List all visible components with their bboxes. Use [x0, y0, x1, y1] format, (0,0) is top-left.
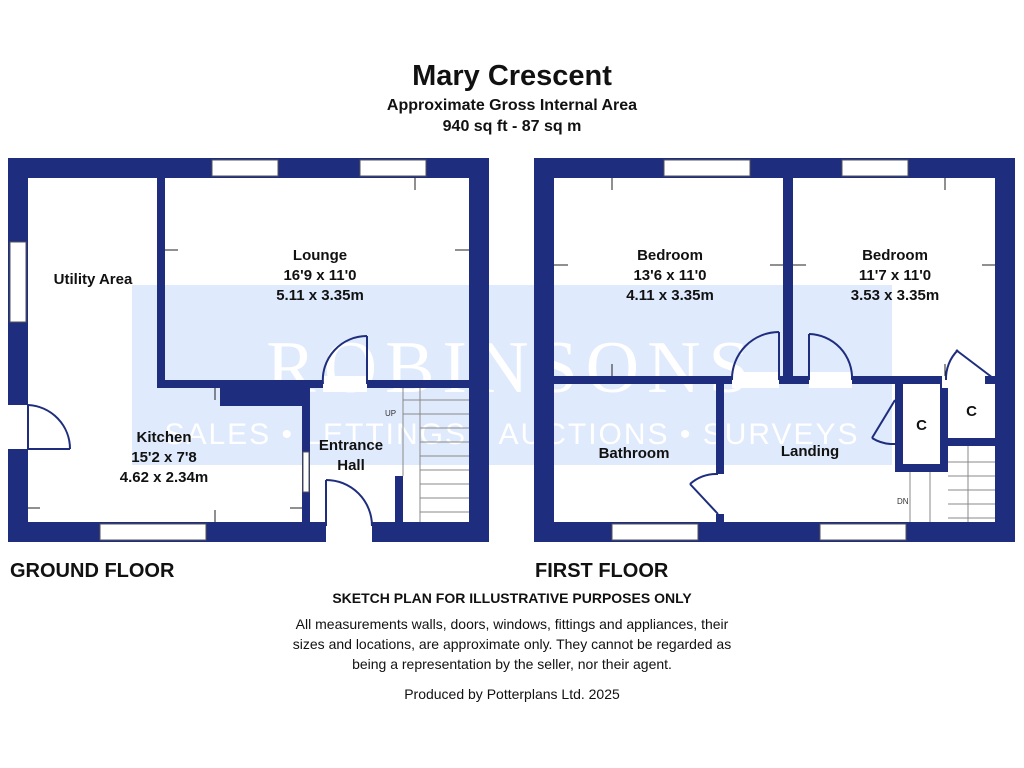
first-stairs-down-label: DN [897, 497, 909, 506]
disclaimer-heading: SKETCH PLAN FOR ILLUSTRATIVE PURPOSES ON… [332, 590, 692, 606]
watermark-tagline: SALES • LETTINGS • AUCTIONS • SURVEYS [164, 418, 859, 451]
room-bathroom: Bathroom [574, 444, 694, 464]
ground-floor-windows [9, 159, 427, 541]
room-bedroom-1-imperial: 13'6 x 11'0 [633, 267, 707, 284]
room-hall-name-line1: Entrance [318, 437, 384, 454]
room-hall-name-line2: Hall [337, 457, 365, 474]
room-kitchen: Kitchen 15'2 x 7'8 4.62 x 2.34m [84, 428, 244, 488]
watermark-brand: ROBINSONS [266, 327, 757, 409]
room-bedroom-2: Bedroom 11'7 x 11'0 3.53 x 3.35m [815, 246, 975, 306]
room-entrance-hall: Entrance Hall [306, 436, 396, 476]
room-cupboard-2-name: C [966, 403, 977, 420]
room-bedroom-1: Bedroom 13'6 x 11'0 4.11 x 3.35m [590, 246, 750, 306]
room-cupboard-1-name: C [916, 417, 927, 434]
room-cupboard-1: C [903, 416, 940, 436]
disclaimer-line-2: sizes and locations, are approximate onl… [292, 636, 732, 652]
first-floor-windows [611, 159, 909, 541]
room-landing-name: Landing [780, 443, 840, 460]
ground-floor-stairs [402, 388, 469, 522]
room-bedroom-2-name: Bedroom [862, 247, 928, 264]
room-kitchen-name: Kitchen [136, 429, 192, 446]
property-title: Mary Crescent [412, 60, 612, 92]
room-landing: Landing [760, 442, 860, 462]
ground-floor-dimension-arrows [28, 178, 469, 522]
room-kitchen-metric: 4.62 x 2.34m [119, 469, 209, 486]
first-floor-label: FIRST FLOOR [535, 560, 669, 582]
ground-stairs-up-label: UP [385, 409, 396, 418]
area-subtitle: Approximate Gross Internal Area [386, 97, 638, 114]
room-lounge-name: Lounge [292, 247, 348, 264]
room-utility-name: Utility Area [53, 271, 133, 288]
room-bedroom-2-imperial: 11'7 x 11'0 [858, 267, 932, 284]
room-utility-area: Utility Area [28, 270, 158, 290]
disclaimer-text: All measurements walls, doors, windows, … [0, 614, 1024, 674]
first-floor-dimension-arrows [554, 178, 995, 376]
room-cupboard-2: C [948, 402, 995, 422]
first-floor-doors [689, 331, 994, 515]
disclaimer-line-3: being a representation by the seller, no… [352, 656, 672, 672]
room-lounge: Lounge 16'9 x 11'0 5.11 x 3.35m [240, 246, 400, 306]
ground-floor-label: GROUND FLOOR [10, 560, 175, 582]
room-kitchen-imperial: 15'2 x 7'8 [131, 449, 197, 466]
area-value: 940 sq ft - 87 sq m [442, 118, 582, 135]
producer-credit: Produced by Potterplans Ltd. 2025 [404, 686, 620, 702]
room-bedroom-1-metric: 4.11 x 3.35m [626, 287, 714, 304]
room-lounge-metric: 5.11 x 3.35m [276, 287, 364, 304]
room-bedroom-2-metric: 3.53 x 3.35m [850, 287, 940, 304]
room-bathroom-name: Bathroom [598, 445, 670, 462]
room-lounge-imperial: 16'9 x 11'0 [283, 267, 357, 284]
ground-floor-doors [0, 334, 373, 546]
first-floor-stairs [909, 446, 995, 522]
disclaimer-line-1: All measurements walls, doors, windows, … [295, 616, 729, 632]
room-bedroom-1-name: Bedroom [637, 247, 703, 264]
